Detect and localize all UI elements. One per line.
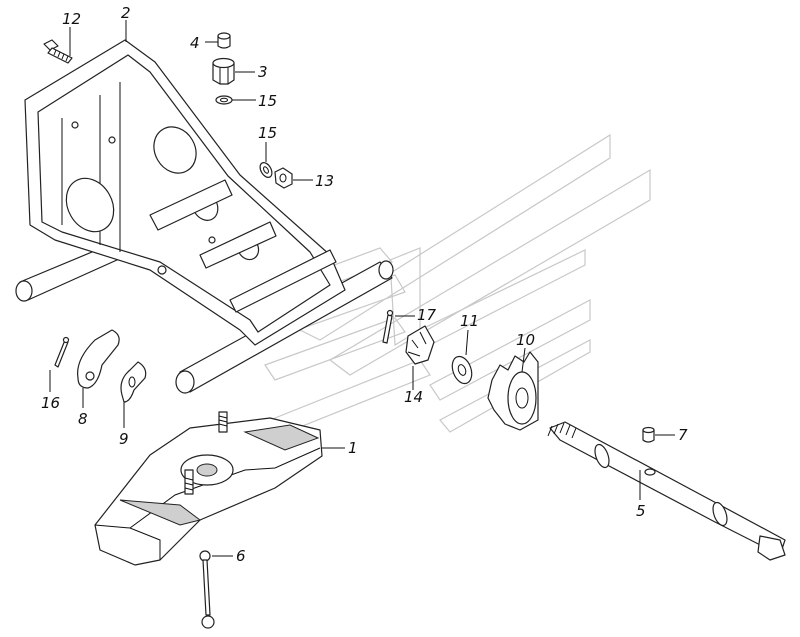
label-8: 8 xyxy=(78,410,88,428)
label-4: 4 xyxy=(190,34,200,52)
label-1: 1 xyxy=(348,439,358,457)
pin-17 xyxy=(382,309,394,344)
label-2: 2 xyxy=(121,4,131,22)
bolt-12 xyxy=(43,39,73,64)
label-14: 14 xyxy=(404,388,423,406)
bracket-frame xyxy=(15,39,394,394)
shaft-5 xyxy=(547,421,786,561)
washer-11 xyxy=(451,355,473,385)
label-3: 3 xyxy=(258,63,268,81)
hex-nut-3 xyxy=(212,57,235,85)
spring-clip-9 xyxy=(120,361,147,403)
washer-15-lower xyxy=(259,162,273,178)
label-12: 12 xyxy=(62,10,81,28)
label-17: 17 xyxy=(417,306,437,324)
label-5: 5 xyxy=(636,502,646,520)
washer-15-top xyxy=(215,95,233,105)
label-7: 7 xyxy=(678,426,688,444)
label-11: 11 xyxy=(460,312,479,330)
plug-7 xyxy=(642,426,655,443)
cotter-pin-16 xyxy=(54,336,70,368)
cap-4 xyxy=(217,32,231,49)
clip-8 xyxy=(77,329,120,389)
label-16: 16 xyxy=(41,394,60,412)
pin-6 xyxy=(199,550,215,629)
castle-nut-14 xyxy=(405,325,435,365)
label-9: 9 xyxy=(119,430,129,448)
gear-10 xyxy=(487,351,539,431)
label-6: 6 xyxy=(236,547,246,565)
label-15-top: 15 xyxy=(258,92,277,110)
lever-base-1 xyxy=(94,411,323,566)
leader-lines xyxy=(49,20,675,557)
label-15-lower: 15 xyxy=(258,124,277,142)
label-10: 10 xyxy=(516,331,535,349)
part-labels: 12 2 4 3 15 15 13 17 11 10 14 7 1 5 6 16… xyxy=(41,4,688,565)
nut-13 xyxy=(274,167,293,189)
label-13: 13 xyxy=(315,172,334,190)
